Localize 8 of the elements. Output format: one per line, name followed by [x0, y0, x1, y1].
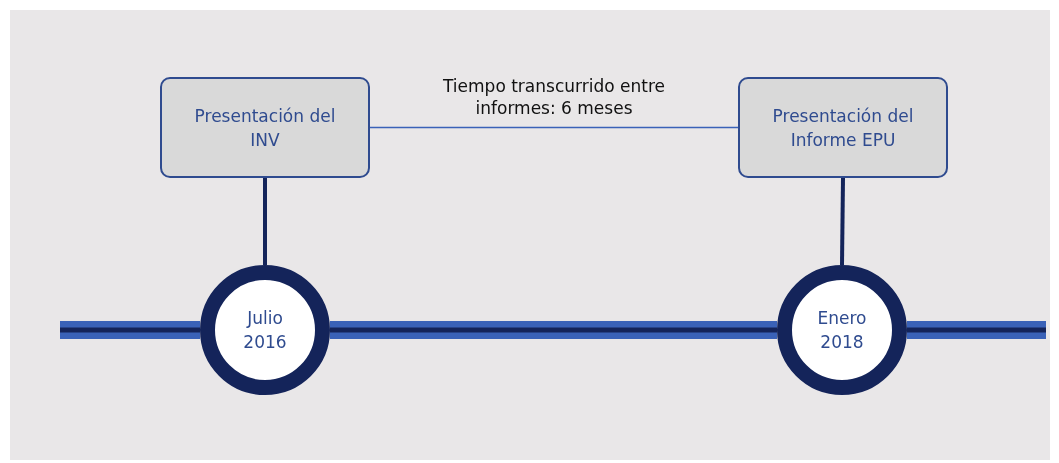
timeline-line [907, 321, 1046, 339]
connector-line [840, 177, 845, 266]
event-box: Presentación del Informe EPU [738, 77, 948, 178]
connector-line [263, 178, 267, 265]
timeline-line [330, 321, 777, 339]
event-box: Presentación del INV [160, 77, 370, 178]
timeline-line [60, 321, 200, 339]
connector-line [369, 126, 739, 129]
